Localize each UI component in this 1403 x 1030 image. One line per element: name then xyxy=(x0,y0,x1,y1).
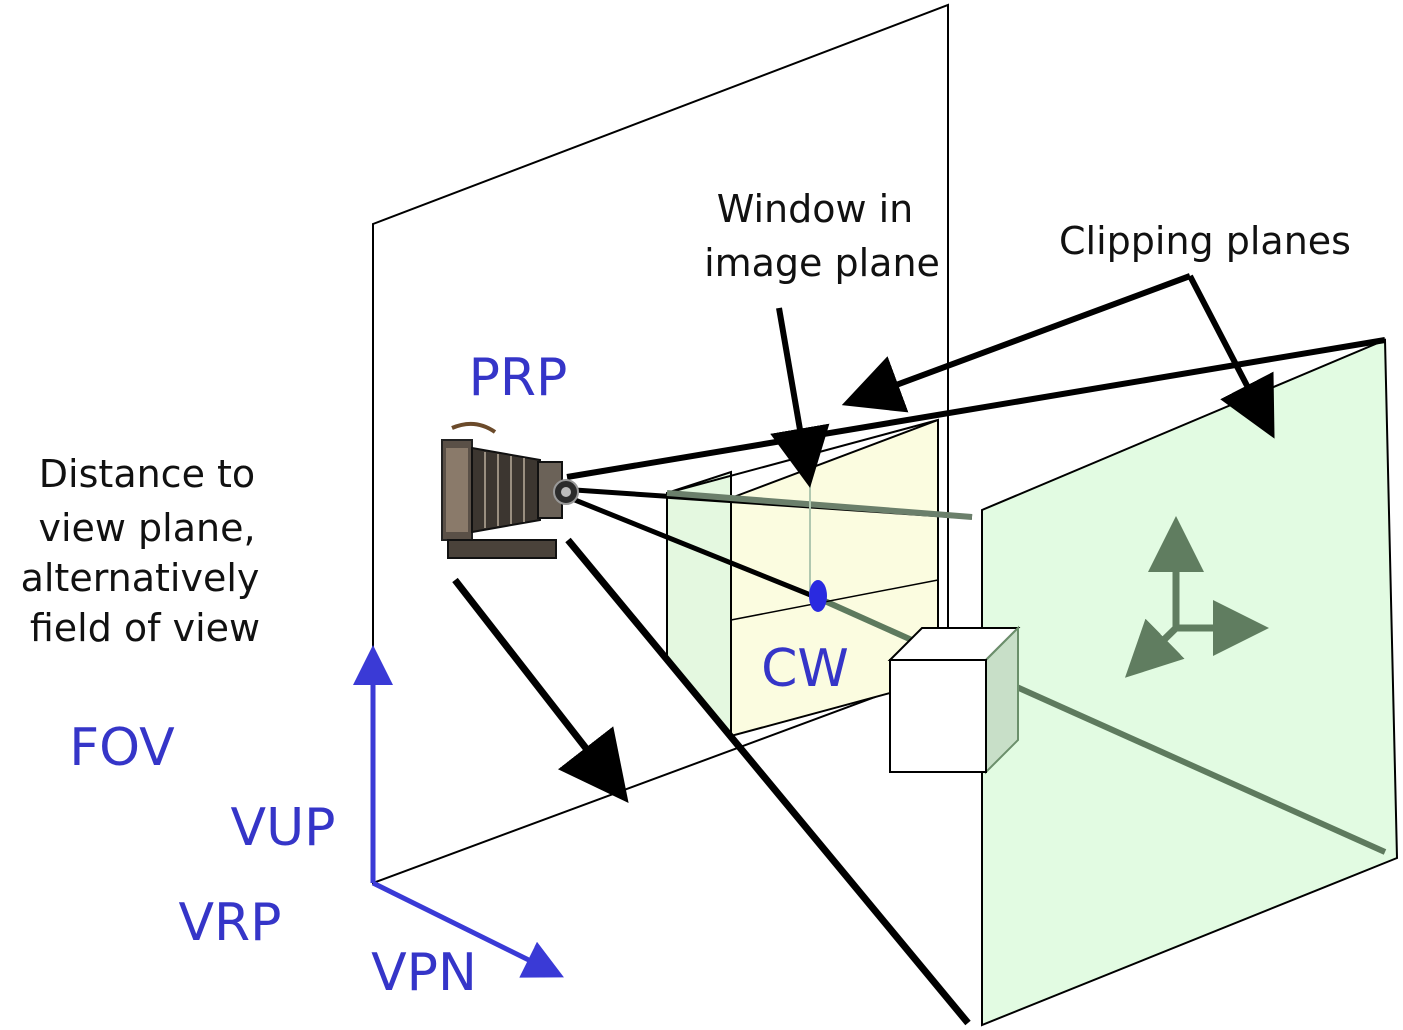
window-horizontal-guide xyxy=(730,579,939,621)
clipping-pointer-near xyxy=(841,273,1192,413)
window-label-line1: Window in xyxy=(717,187,914,231)
distance-label-line1: Distance to xyxy=(39,452,255,496)
window-label-line2: image plane xyxy=(704,241,940,285)
vrp-label: VRP xyxy=(178,893,281,953)
far-clipping-plane xyxy=(981,338,1399,1027)
fov-label: FOV xyxy=(69,718,175,778)
vpn-label: VPN xyxy=(371,943,477,1003)
frustum-line-bottom xyxy=(565,537,971,1026)
distance-label-line4: field of view xyxy=(30,606,260,650)
bellows-camera-icon xyxy=(441,421,579,559)
distance-label-line3: alternatively xyxy=(21,556,260,600)
distance-label-line2: view plane, xyxy=(38,506,255,550)
cube-object xyxy=(887,625,1021,775)
window-pointer-arrow xyxy=(770,307,830,488)
far-plane-axes xyxy=(1124,516,1269,678)
frustum-line-window xyxy=(666,490,973,520)
cw-label: CW xyxy=(761,639,849,699)
prp-label: PRP xyxy=(469,348,568,408)
clipping-planes-label: Clipping planes xyxy=(1059,219,1351,263)
clipping-pointer-far xyxy=(1187,274,1275,439)
frustum-line-top xyxy=(566,337,1386,480)
cw-center-dot xyxy=(809,580,827,612)
distance-arrow xyxy=(452,577,629,804)
vup-label: VUP xyxy=(231,798,336,858)
center-ray-near xyxy=(574,497,819,601)
vpn-axis-arrow xyxy=(371,880,564,978)
